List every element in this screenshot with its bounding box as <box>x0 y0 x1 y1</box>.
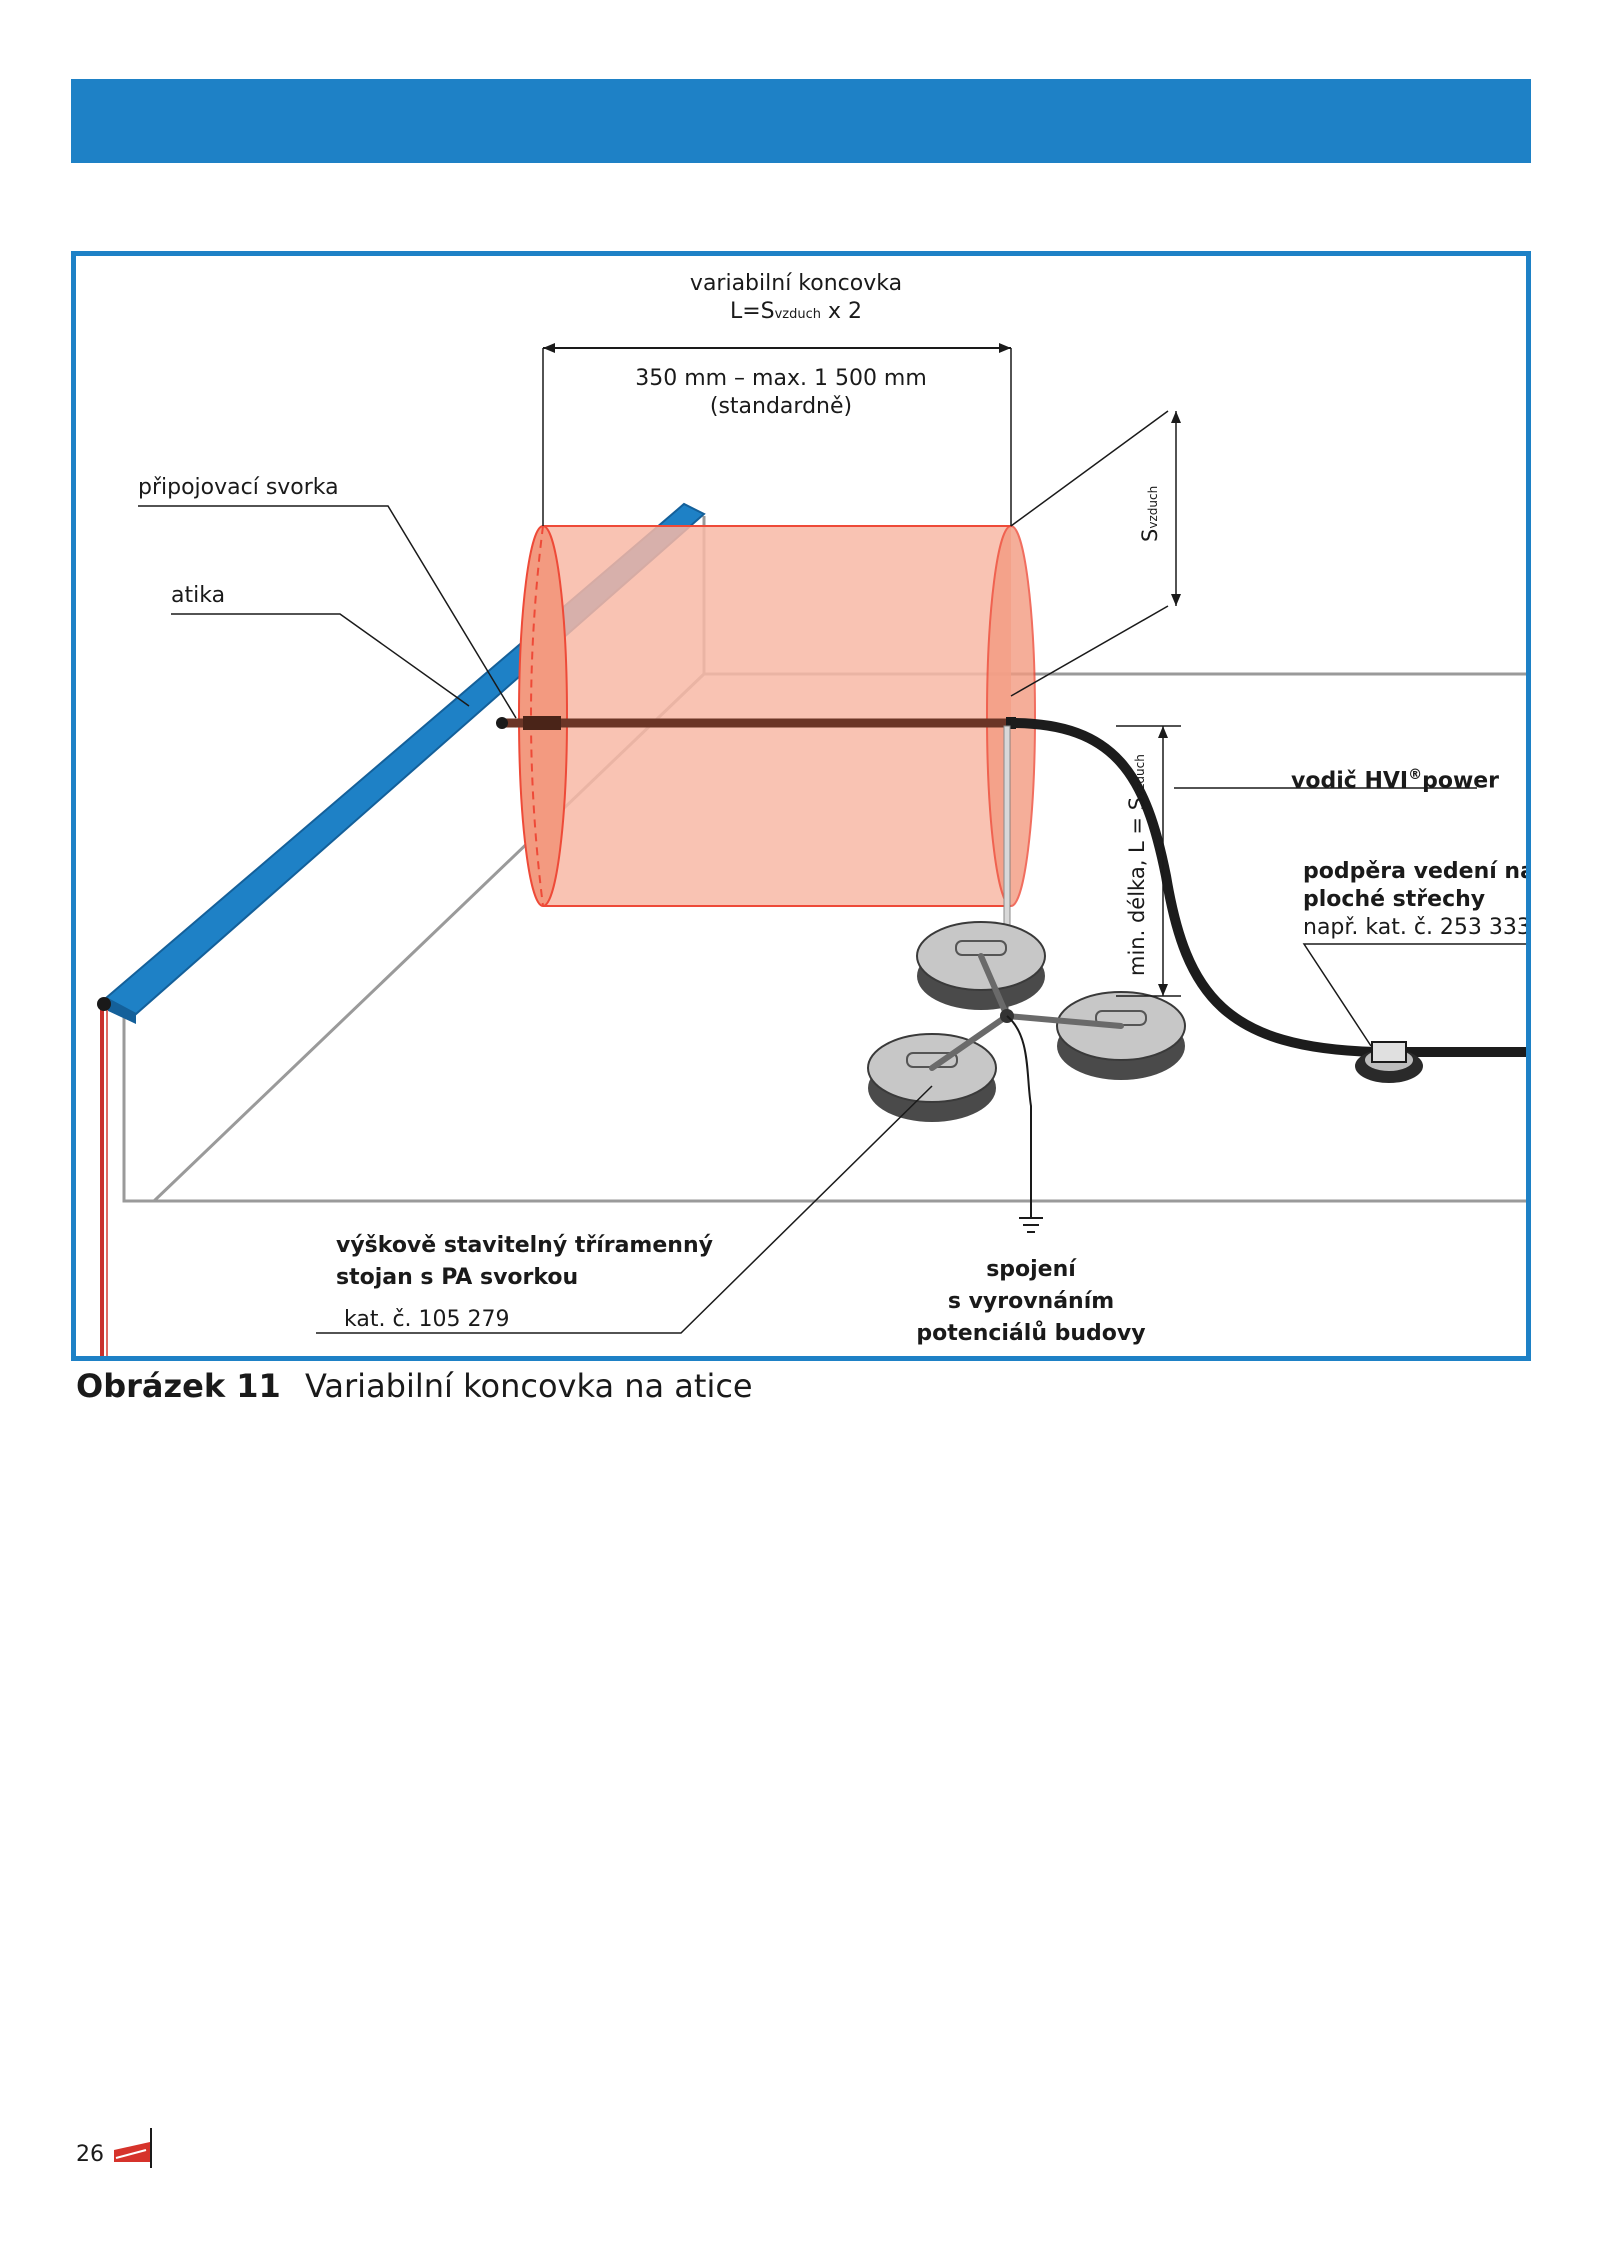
figure-caption: Obrázek 11 Variabilní koncovka na atice <box>76 1366 753 1406</box>
label-min-length: min. délka, L = Svzduch <box>1125 754 1149 976</box>
label-connecting-clamp: připojovací svorka <box>138 475 339 500</box>
tripod-foot <box>867 1033 997 1122</box>
hvi-cable <box>1010 718 1526 1057</box>
clamp <box>523 716 561 730</box>
tripod-foot <box>916 921 1046 1010</box>
label-stand-cat: kat. č. 105 279 <box>344 1307 510 1332</box>
brand-logo-icon <box>114 2128 152 2168</box>
tripod-stand <box>867 921 1186 1122</box>
label-support-cat: např. kat. č. 253 333 <box>1303 915 1531 940</box>
dimension-length <box>542 343 1012 526</box>
variable-termination <box>496 716 1016 730</box>
leader-parapet <box>171 613 470 707</box>
label-equipotential-line3: potenciálů budovy <box>916 1321 1146 1346</box>
label-s-air: Svzduch <box>1138 485 1162 542</box>
leader-support <box>1302 943 1526 1047</box>
dimension-s-air <box>1010 410 1181 697</box>
header-band <box>71 79 1531 163</box>
label-equipotential-line1: spojení <box>986 1257 1076 1282</box>
label-hvi-conductor: vodič HVI®power <box>1291 767 1500 794</box>
label-standard: (standardně) <box>709 394 853 419</box>
caption-number: Obrázek 11 <box>76 1367 281 1405</box>
roof-front-edge <box>122 1001 1526 1203</box>
label-range: 350 mm – max. 1 500 mm <box>635 366 927 391</box>
label-stand-line1: výškově stavitelný tříramenný <box>336 1233 713 1258</box>
figure-frame: variabilní koncovka L=Svzduch x 2 350 mm… <box>71 251 1531 1361</box>
leader-lines <box>138 505 1526 1334</box>
dimension-min-length <box>1116 725 1181 997</box>
label-length-formula: L=Svzduch x 2 <box>729 299 863 324</box>
page-number: 26 <box>76 2142 104 2167</box>
label-support-line1: podpěra vedení na <box>1303 859 1531 884</box>
tripod-foot <box>1056 991 1186 1080</box>
leader-stand <box>316 1085 933 1334</box>
equipotential-connection <box>1006 1015 1043 1233</box>
leader-clamp <box>138 505 517 719</box>
label-support-line2: ploché střechy <box>1303 887 1486 912</box>
diagram-canvas <box>97 343 1526 1356</box>
label-parapet: atika <box>171 583 226 608</box>
ground-conductor <box>97 997 111 1356</box>
caption-title: Variabilní koncovka na atice <box>305 1367 753 1405</box>
label-equipotential-line2: s vyrovnáním <box>947 1289 1115 1314</box>
label-stand-line2: stojan s PA svorkou <box>336 1265 579 1290</box>
roof-support <box>1355 1041 1423 1083</box>
ground-node <box>97 997 111 1011</box>
label-variable-termination: variabilní koncovka <box>689 271 903 296</box>
separation-zone <box>518 525 1036 907</box>
tripod-arms <box>929 953 1124 1071</box>
